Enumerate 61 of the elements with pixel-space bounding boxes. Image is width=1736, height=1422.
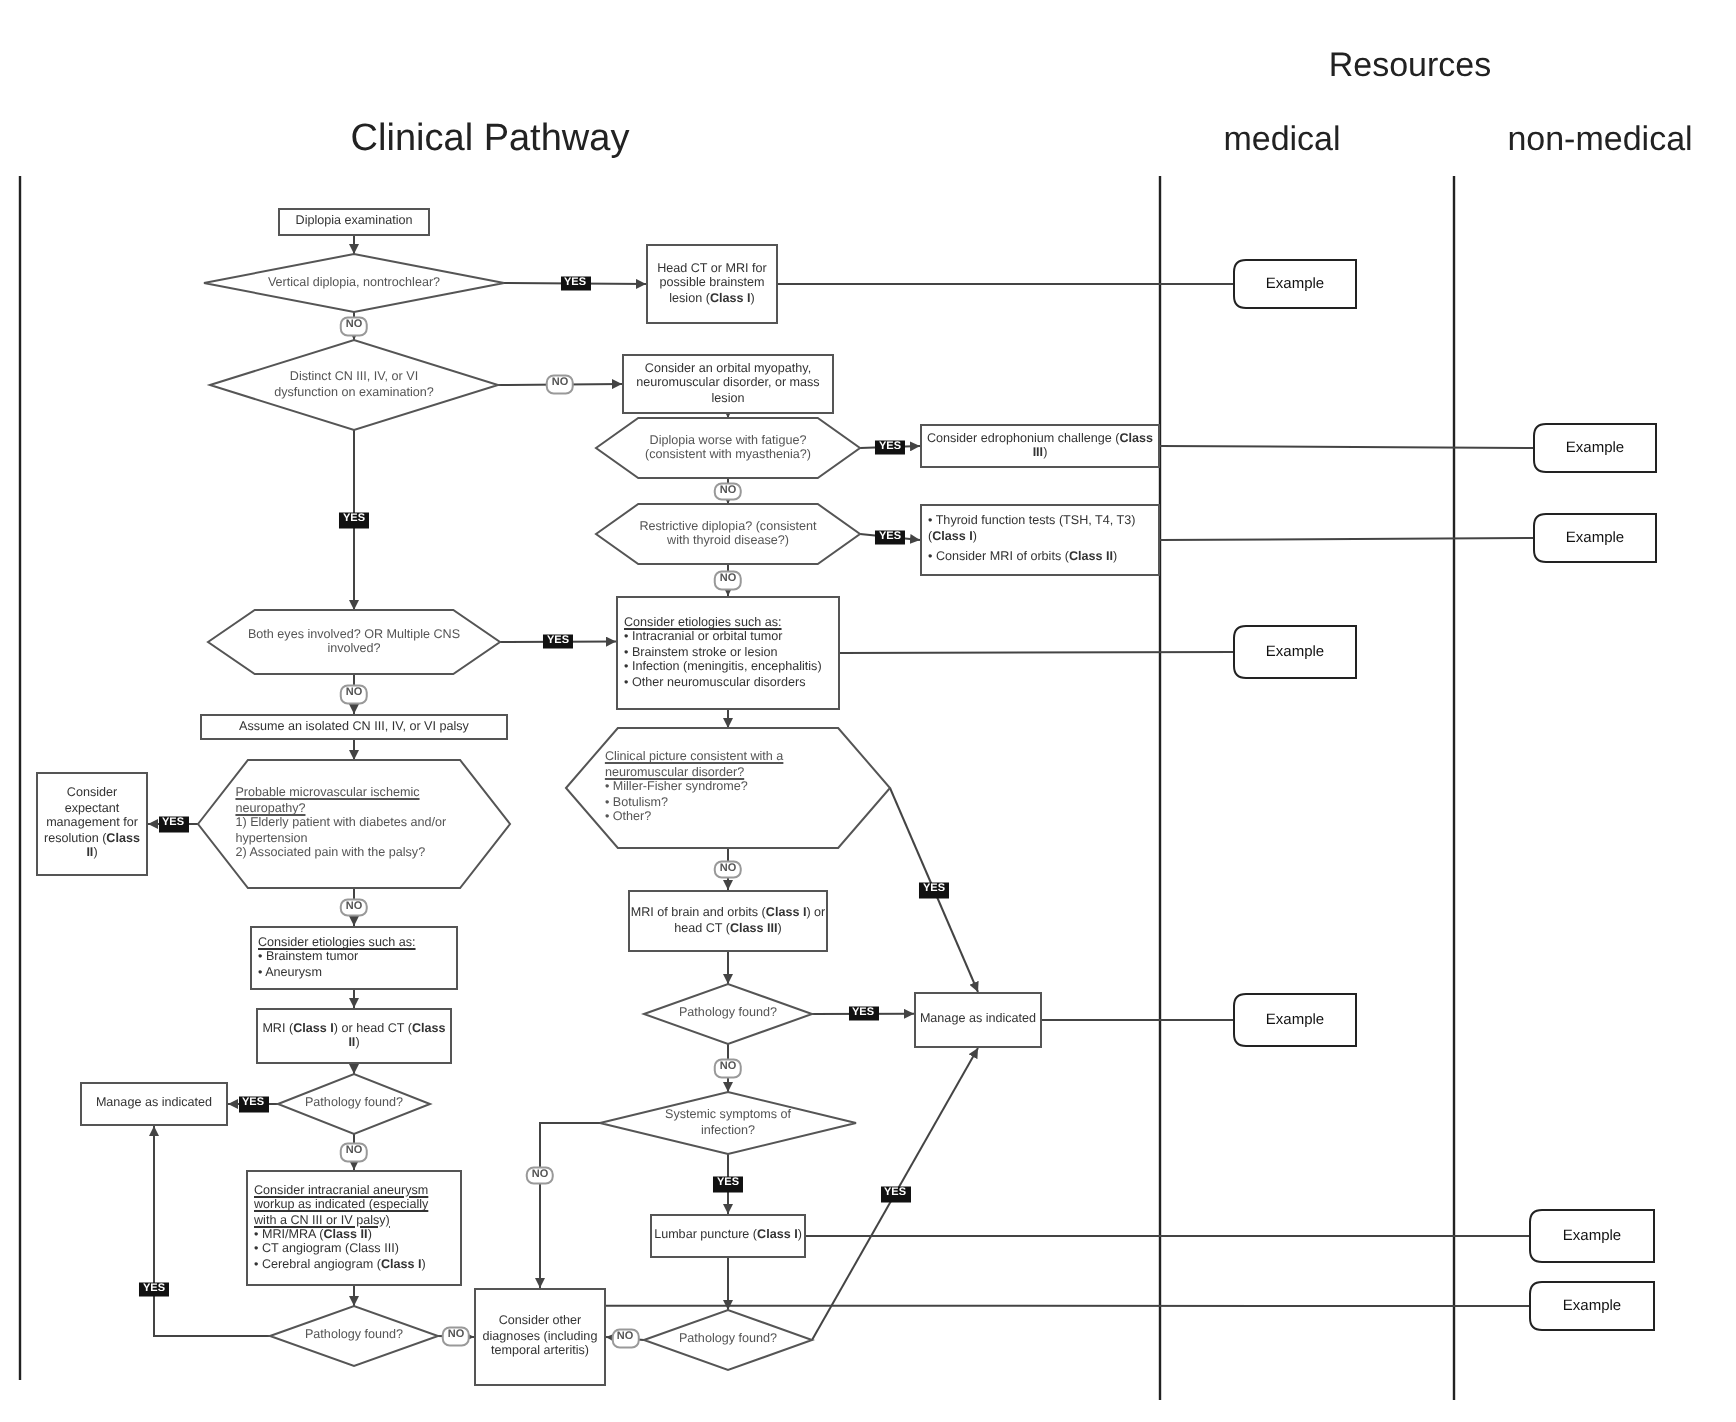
column-heading: non-medical: [1507, 120, 1693, 160]
process-box: [920, 424, 1160, 468]
process-box: [200, 714, 508, 740]
example-tag: [1234, 626, 1356, 678]
process-box: [80, 1082, 228, 1126]
decision-hexagon: [566, 728, 890, 848]
decision-hexagon: [198, 760, 510, 888]
decision-diamond: [644, 1310, 812, 1370]
arrow: [811, 1047, 979, 1341]
arrow: [349, 1285, 359, 1307]
example-tag: [1534, 424, 1656, 472]
process-box: [920, 504, 1160, 576]
page-title: Clinical Pathway: [350, 118, 630, 162]
decision-diamond: [204, 254, 504, 312]
decision-hexagon: [596, 504, 860, 564]
arrow: [149, 1125, 271, 1337]
process-box: [256, 1008, 452, 1064]
arrow: [349, 989, 359, 1009]
example-tag: [1534, 514, 1656, 562]
example-tag: [1530, 1210, 1654, 1262]
process-box: [622, 354, 834, 414]
process-box: [474, 1288, 606, 1386]
connector-line: [1159, 445, 1535, 449]
process-box: [914, 992, 1042, 1048]
process-box: [646, 244, 778, 324]
arrow: [349, 1063, 359, 1075]
example-tag: [1234, 260, 1356, 308]
arrow: [723, 1257, 733, 1311]
decision-diamond: [270, 1306, 438, 1366]
arrow: [349, 429, 359, 611]
arrow: [889, 787, 979, 993]
arrow: [535, 1122, 601, 1289]
process-box: [278, 208, 430, 236]
process-box: [250, 926, 458, 990]
arrow: [349, 235, 359, 255]
column-heading: Resources: [1328, 46, 1492, 86]
process-box: [36, 772, 148, 876]
arrow: [349, 739, 359, 761]
arrow: [723, 951, 733, 985]
example-tag: [1530, 1282, 1654, 1330]
connector-line: [1041, 1019, 1235, 1021]
decision-hexagon: [596, 418, 860, 478]
connector-line: [805, 1235, 1531, 1237]
decision-diamond: [600, 1092, 856, 1154]
process-box: [628, 890, 828, 952]
decision-diamond: [644, 984, 812, 1044]
arrow: [723, 1153, 733, 1215]
arrow: [723, 709, 733, 729]
decision-diamond: [278, 1074, 430, 1134]
connector-line: [1159, 537, 1535, 541]
example-tag: [1234, 994, 1356, 1046]
process-box: [246, 1170, 462, 1286]
decision-diamond: [210, 340, 498, 430]
connector-line: [605, 1304, 1531, 1307]
arrow: [497, 379, 623, 390]
column-heading: medical: [1223, 120, 1341, 160]
process-box: [616, 596, 840, 710]
connector-line: [777, 283, 1235, 285]
process-box: [650, 1214, 806, 1258]
decision-hexagon: [208, 610, 500, 674]
connector-line: [839, 651, 1235, 654]
